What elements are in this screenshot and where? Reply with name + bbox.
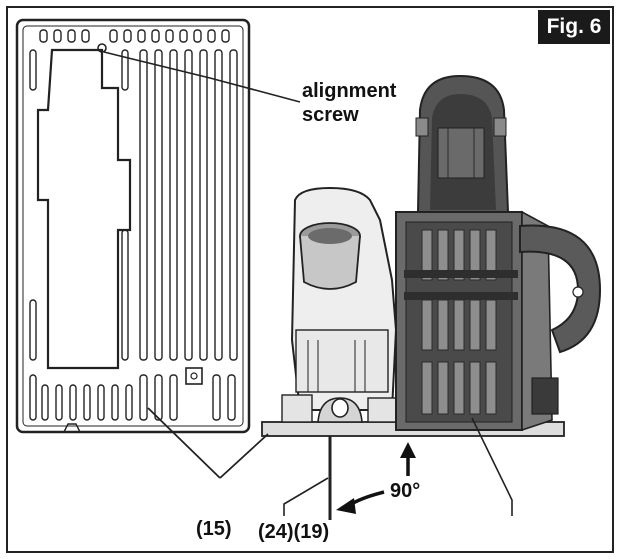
angle-arrows (336, 442, 416, 514)
part-24-leader (283, 477, 329, 516)
angle-label: 90° (390, 480, 421, 502)
part-15-label: (15) (196, 518, 232, 540)
part-24-19-label: (24)(19) (258, 521, 330, 543)
plate-bottom-slots (29, 374, 236, 421)
circular-saw (261, 74, 602, 437)
part-15-leaders (147, 407, 269, 479)
alignment-label: alignment (302, 80, 397, 102)
motor-leader (471, 417, 513, 516)
rear-handle (519, 224, 602, 354)
alignment-screw-leader (103, 51, 301, 103)
screw-label: screw (302, 104, 359, 126)
alignment-screw (97, 43, 107, 53)
plate-long-slots (139, 49, 238, 361)
plate-cutout (36, 48, 132, 370)
figure-number-badge: Fig. 6 (538, 10, 610, 44)
base-plate (15, 18, 251, 434)
plate-top-slots (39, 29, 230, 43)
figure-frame (6, 6, 614, 553)
